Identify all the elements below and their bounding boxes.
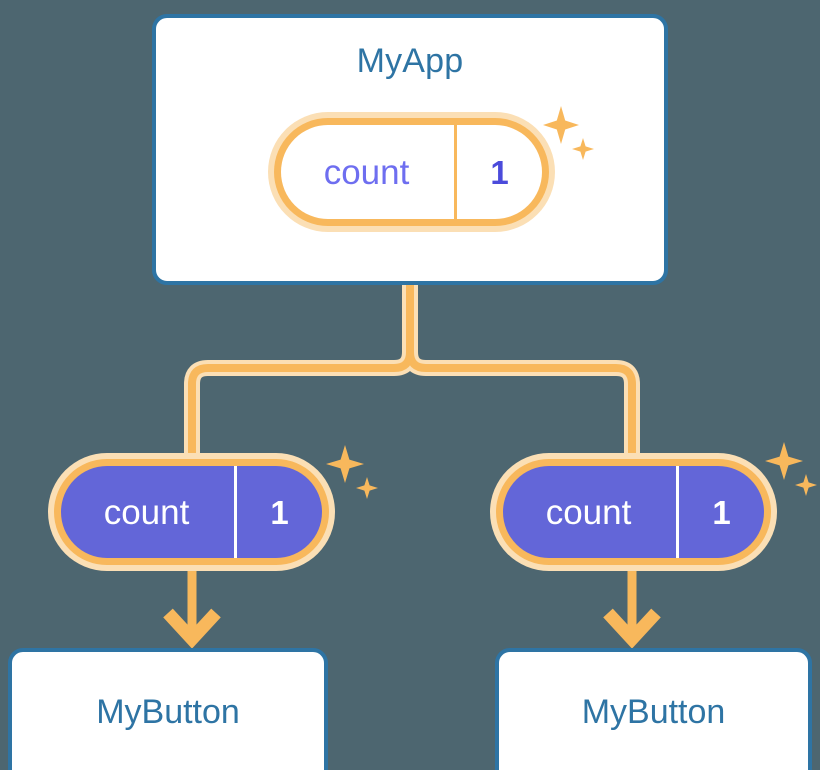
state-key-label: count [545,492,632,532]
component-card-myapp[interactable]: MyApp [152,14,668,285]
pill-body: count 1 [281,125,542,219]
arrow-to-left-button [163,567,221,649]
component-label: MyButton [96,693,240,731]
component-label: MyButton [581,693,726,731]
branch-connector-left [188,279,414,470]
trunk-connector [188,279,636,470]
state-value-label: 1 [676,466,764,558]
state-key-label: count [103,492,190,532]
state-key-label: count [323,152,410,192]
component-card-mybutton-left[interactable]: MyButton [8,648,328,770]
state-pill-left[interactable]: count 1 [48,453,335,571]
state-pill-right[interactable]: count 1 [490,453,777,571]
branch-connector-right [406,279,636,470]
state-value-label: 1 [234,466,322,558]
state-value-label: 1 [454,125,542,219]
pill-body: count 1 [61,466,322,558]
pill-body: count 1 [503,466,764,558]
page-title: MyApp [356,42,464,80]
arrow-to-right-button [603,567,661,649]
state-pill-root[interactable]: count 1 [268,112,555,232]
component-card-mybutton-right[interactable]: MyButton [495,648,812,770]
